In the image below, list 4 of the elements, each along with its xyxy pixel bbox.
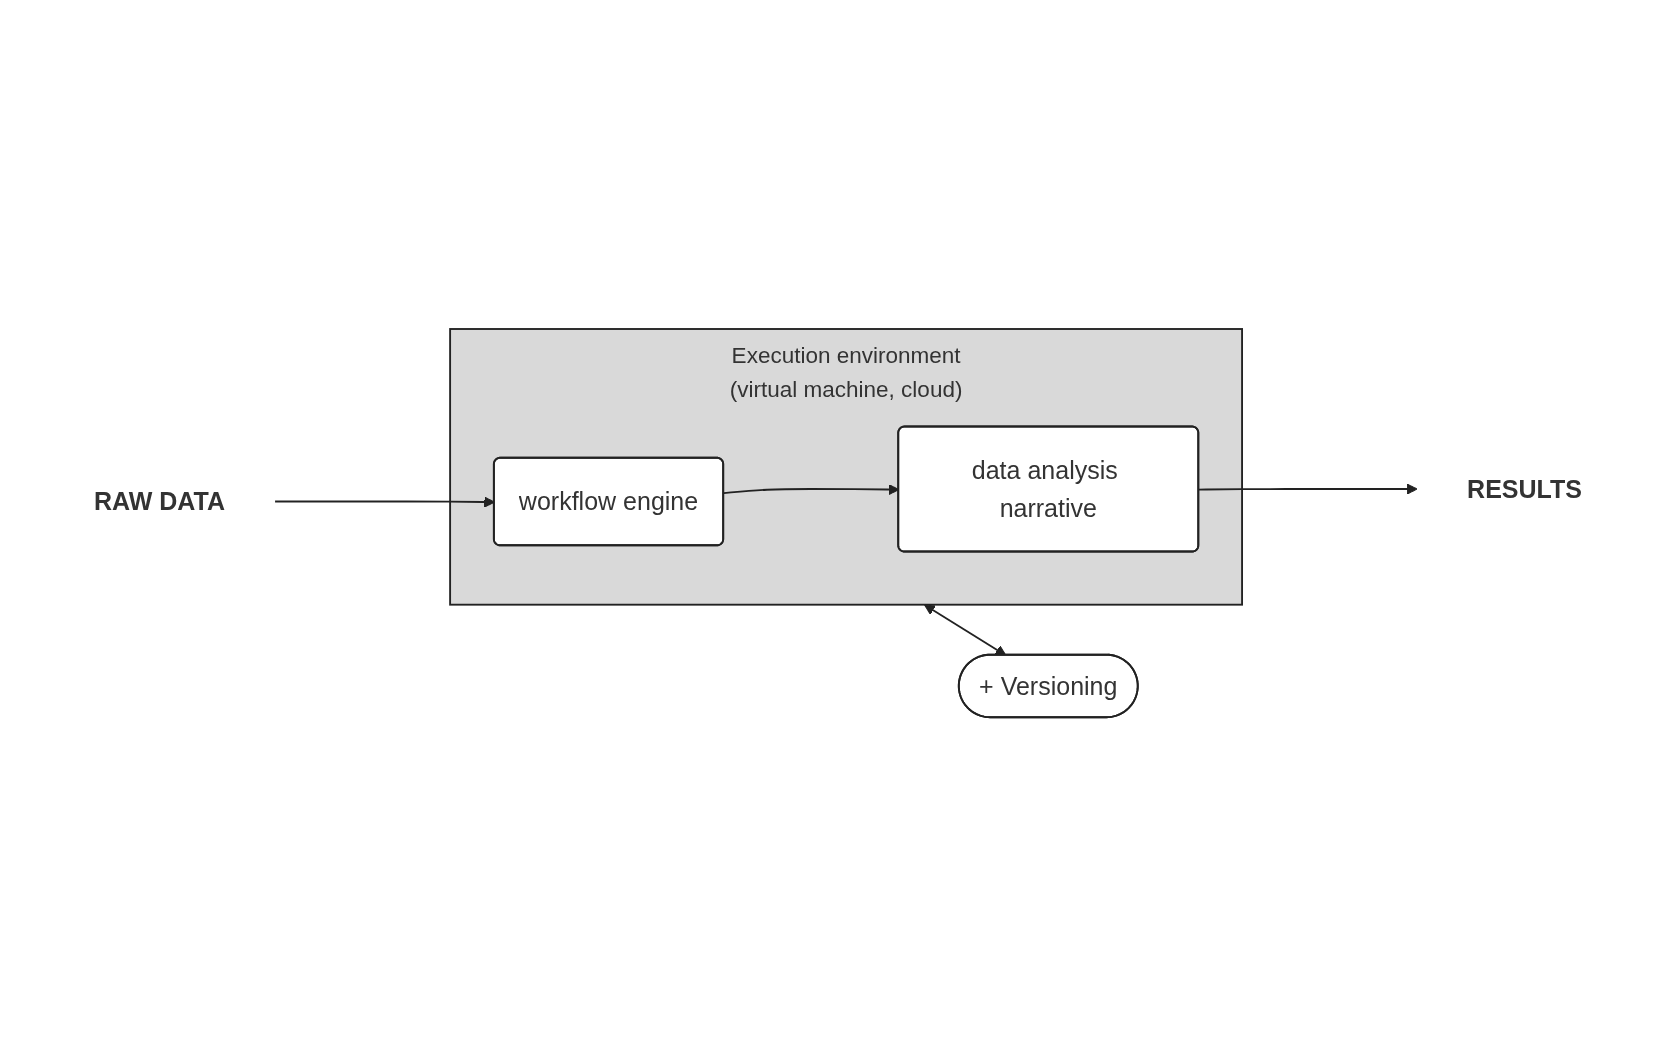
- arrow: [1197, 483, 1418, 495]
- node-text: RESULTS: [1466, 475, 1582, 504]
- arrow: [923, 604, 1006, 657]
- node-text: RAW DATA: [93, 488, 225, 516]
